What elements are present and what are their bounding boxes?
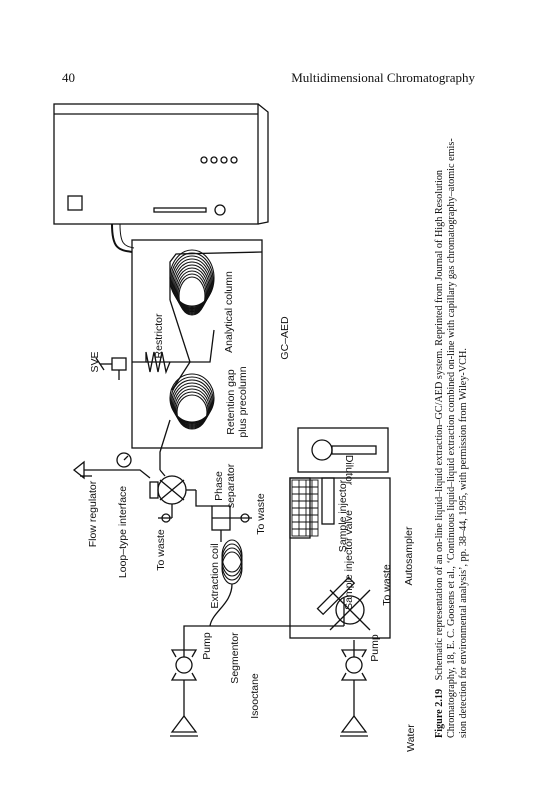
extraction-coil <box>221 539 243 585</box>
figure-caption-line3: sion detection for environmental analysi… <box>458 348 469 738</box>
pump-top-label: Pump <box>201 632 213 660</box>
to-waste-right-label: To waste <box>255 493 267 535</box>
analytical-column-label: Analytical column <box>223 271 235 353</box>
aed-window <box>67 195 83 211</box>
sample-injector-label: Sample injector <box>337 479 349 552</box>
separator-label: separator <box>225 463 237 508</box>
loop-interface-valve <box>149 475 196 505</box>
aed-dial-icon <box>214 204 226 216</box>
pump-bottom-label: Pump <box>369 634 381 662</box>
water-label: Water <box>405 724 417 752</box>
autosampler-label: Autosampler <box>403 526 415 585</box>
pressure-gauge-icon <box>116 452 132 468</box>
isooctane-label: Isooctane <box>249 673 261 719</box>
aed-slot <box>153 207 207 213</box>
aed-instrument <box>53 103 259 225</box>
gc-oven <box>131 239 263 449</box>
figure-caption-line1: Figure 2.19 Schematic representation of … <box>434 170 445 738</box>
loop-interface-label: Loop–type interface <box>117 486 129 578</box>
gc-aed-label: GC–AED <box>279 316 291 360</box>
extraction-coil-label: Extraction coil <box>209 543 221 608</box>
figure-caption-line2: Chromatography, 18, E. C. Goosens et al.… <box>446 138 457 738</box>
dilutor-label: Dilutor <box>343 455 355 486</box>
sve-label: SVE <box>89 351 101 372</box>
sample-injector-valve-label: Sample injector valve <box>343 510 355 610</box>
analytical-column-coil <box>169 249 215 316</box>
water-reservoir-icon <box>340 714 368 733</box>
segmentor-label: Segmentor <box>229 632 241 684</box>
running-title: Multidimensional Chromatography <box>291 70 475 85</box>
sample-injector-valve <box>316 576 371 631</box>
retention-gap-coil <box>169 373 215 430</box>
phase-label: Phase <box>213 471 225 501</box>
restrictor-zigzag <box>132 351 171 375</box>
sve-valve <box>111 357 127 371</box>
sample-injector-icon <box>321 477 335 525</box>
plus-precolumn-label: plus precolumn <box>237 366 249 437</box>
page-number: 40 <box>62 70 75 85</box>
to-waste-left-label: To waste <box>155 529 167 571</box>
sample-tray-icon <box>291 479 319 537</box>
figure-caption-label: Figure 2.19 <box>434 689 445 738</box>
segmentor-line <box>183 625 344 657</box>
retention-gap-label: Retention gap <box>225 369 237 435</box>
isooctane-reservoir-icon <box>170 714 198 733</box>
flow-regulator-label: Flow regulator <box>87 480 99 547</box>
waste-valve-left-icon <box>161 513 171 523</box>
dilutor <box>297 427 389 473</box>
autosampler <box>289 477 391 639</box>
to-waste-valve-label: To waste <box>381 564 393 606</box>
aed-indicator-light <box>200 156 208 164</box>
aed-instrument-side <box>257 103 269 225</box>
restrictor-label: Restrictor <box>153 313 165 358</box>
figure-caption-text-1: Schematic representation of an on-line l… <box>434 170 445 680</box>
